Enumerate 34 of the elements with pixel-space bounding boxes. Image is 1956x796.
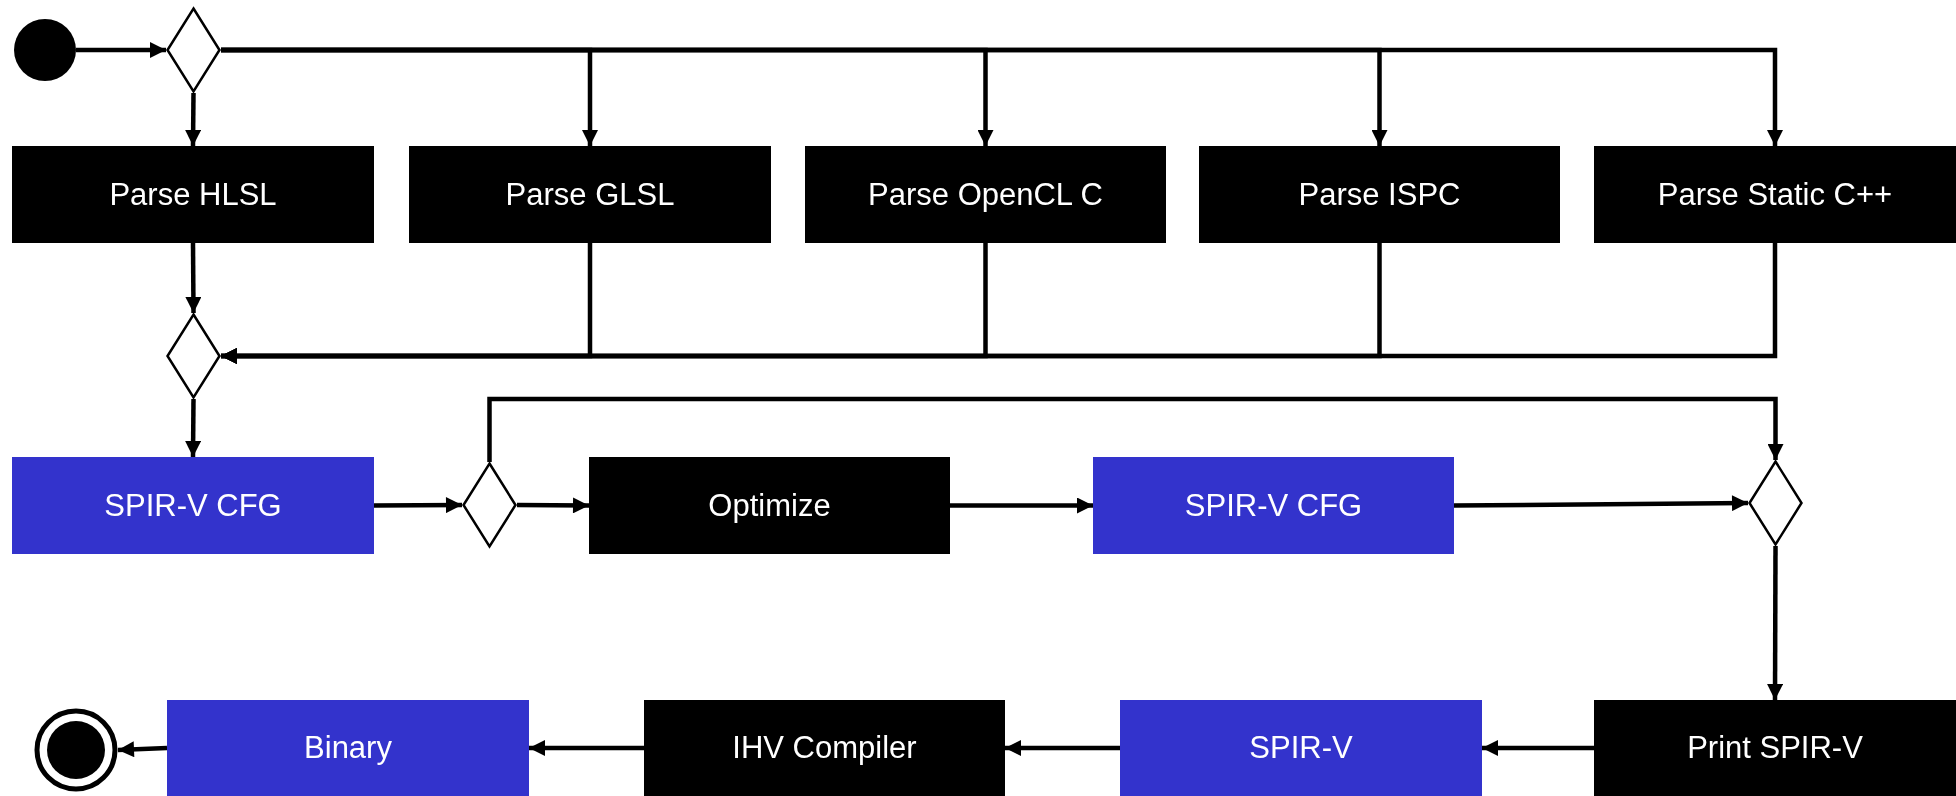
arrow bbox=[117, 741, 168, 758]
arrow bbox=[185, 92, 202, 147]
process-step: Parse OpenCL C bbox=[805, 146, 1166, 243]
arrow bbox=[221, 47, 1783, 146]
process-step: SPIR-V bbox=[1120, 700, 1482, 796]
arrow bbox=[1005, 740, 1120, 756]
process-step: SPIR-V CFG bbox=[1093, 457, 1454, 554]
arrow bbox=[374, 497, 462, 514]
process-step: Binary bbox=[167, 700, 529, 796]
process-step: Parse Static C++ bbox=[1594, 146, 1956, 243]
arrow bbox=[487, 396, 1784, 462]
process-step: SPIR-V CFG bbox=[12, 457, 374, 554]
arrow bbox=[1453, 495, 1749, 512]
arrow bbox=[517, 497, 589, 514]
process-step: Optimize bbox=[589, 457, 950, 554]
decision-diamond bbox=[462, 462, 517, 548]
arrow bbox=[1482, 740, 1594, 756]
process-step: Print SPIR-V bbox=[1594, 700, 1956, 796]
end-node bbox=[34, 708, 118, 792]
process-step: Parse HLSL bbox=[12, 146, 374, 243]
arrow bbox=[185, 399, 202, 458]
decision-diamond bbox=[166, 7, 221, 93]
arrow bbox=[529, 740, 644, 756]
arrow bbox=[221, 243, 1778, 364]
start-node bbox=[14, 19, 76, 81]
process-step: Parse GLSL bbox=[409, 146, 771, 243]
process-step: Parse ISPC bbox=[1199, 146, 1560, 243]
arrow bbox=[76, 42, 166, 58]
arrow bbox=[950, 497, 1093, 514]
arrow bbox=[1767, 546, 1784, 700]
decision-diamond bbox=[1748, 460, 1803, 546]
decision-diamond bbox=[166, 313, 221, 399]
arrow bbox=[185, 243, 202, 313]
process-step: IHV Compiler bbox=[644, 700, 1005, 796]
